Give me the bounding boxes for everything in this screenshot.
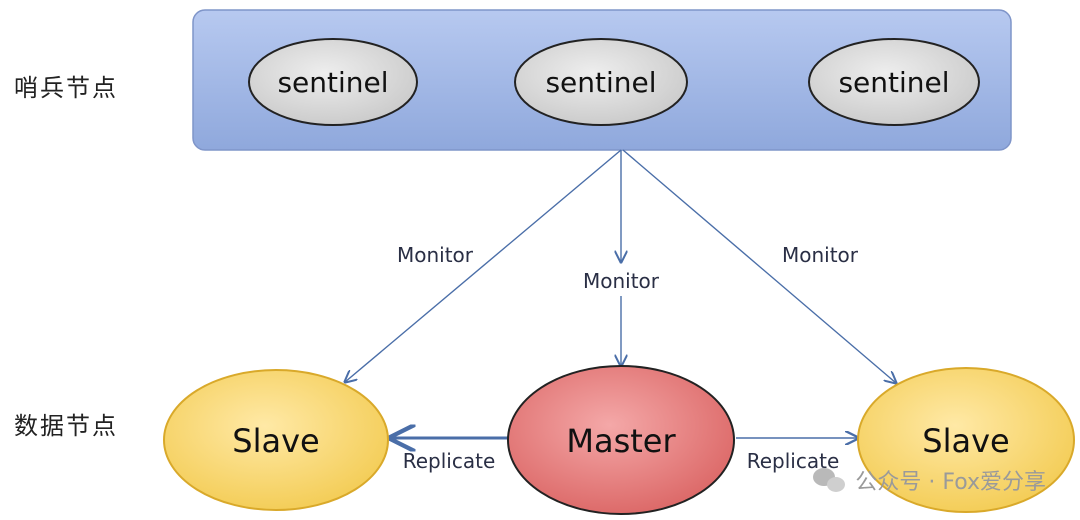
monitor-label-left: Monitor — [397, 243, 474, 267]
wechat-icon — [813, 466, 847, 494]
sentinel-layer-label: 哨兵节点 — [14, 74, 118, 102]
data-layer-label: 数据节点 — [14, 412, 118, 440]
sentinel-node-1: sentinel — [248, 38, 418, 126]
slave-node-right: Slave — [857, 367, 1075, 513]
replicate-label-left: Replicate — [403, 449, 496, 473]
sentinel-label-3: sentinel — [838, 66, 949, 99]
monitor-label-right: Monitor — [782, 243, 859, 267]
monitor-arrow-left — [345, 149, 622, 382]
slave-node-left: Slave — [163, 369, 389, 511]
monitor-label-center: Monitor — [583, 269, 660, 293]
slave-right-label: Slave — [922, 422, 1009, 460]
watermark-text: 公众号 · Fox爱分享 — [855, 470, 1046, 495]
watermark: 公众号 · Fox爱分享 — [813, 464, 1046, 496]
sentinel-node-2: sentinel — [514, 38, 688, 126]
master-node: Master — [507, 365, 735, 515]
master-label: Master — [566, 422, 676, 460]
sentinel-label-2: sentinel — [545, 66, 656, 99]
monitor-arrow-right — [622, 149, 896, 383]
sentinel-label-1: sentinel — [277, 66, 388, 99]
slave-left-label: Slave — [232, 422, 319, 460]
sentinel-node-3: sentinel — [808, 38, 980, 126]
